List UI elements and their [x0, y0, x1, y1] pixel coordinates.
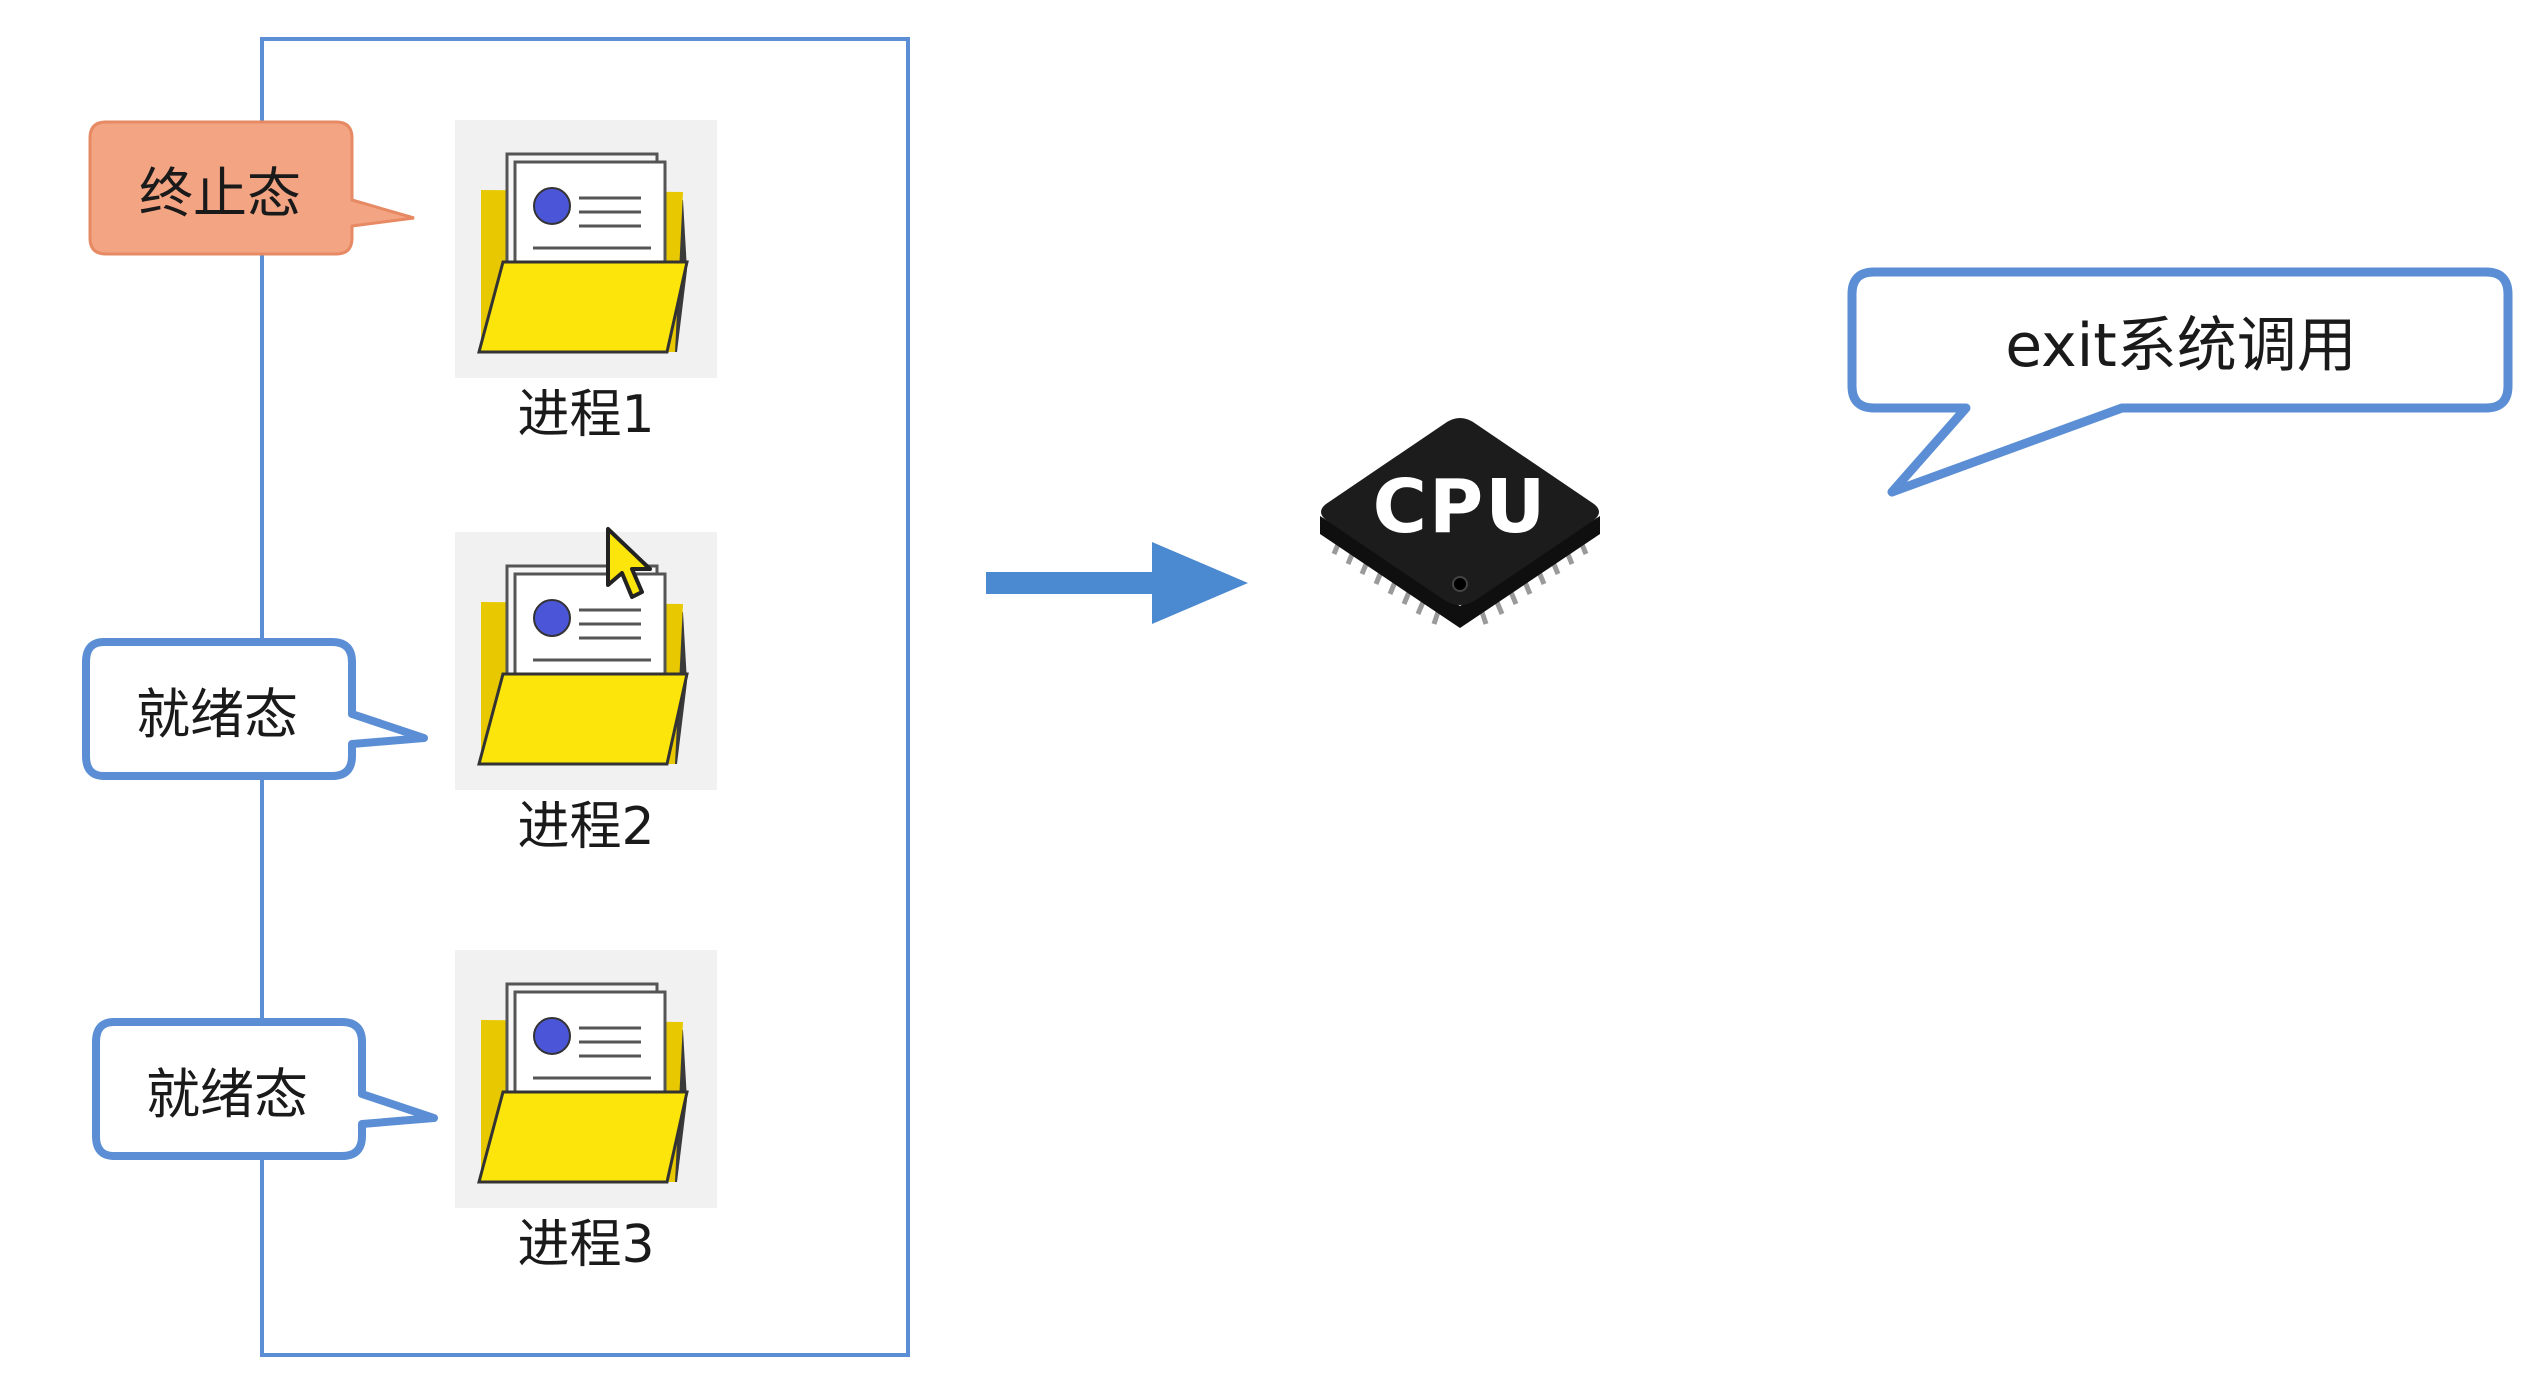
cpu-label: CPU — [1372, 464, 1548, 550]
process-3[interactable]: 进程3 — [455, 950, 717, 1280]
syscall-label: exit系统调用 — [2005, 310, 2357, 381]
arrow-right-icon — [986, 542, 1248, 624]
state-label: 就绪态 — [136, 682, 298, 746]
process-label: 进程1 — [517, 385, 655, 445]
state-callout-terminated: 终止态 — [88, 120, 418, 256]
process-label: 进程2 — [517, 797, 655, 857]
process-2[interactable]: 进程2 — [455, 532, 717, 862]
syscall-callout: exit系统调用 — [1846, 266, 2516, 506]
state-callout-ready: 就绪态 — [82, 638, 430, 780]
process-1[interactable]: 进程1 — [455, 120, 717, 450]
cpu-chip: CPU — [1310, 412, 1610, 672]
state-callout-ready: 就绪态 — [92, 1018, 440, 1160]
state-label: 就绪态 — [146, 1062, 308, 1126]
process-label: 进程3 — [517, 1215, 655, 1275]
folder-icon — [455, 532, 717, 790]
state-label: 终止态 — [139, 161, 301, 225]
cursor-icon — [606, 527, 652, 599]
folder-icon — [455, 120, 717, 378]
folder-icon — [455, 950, 717, 1208]
